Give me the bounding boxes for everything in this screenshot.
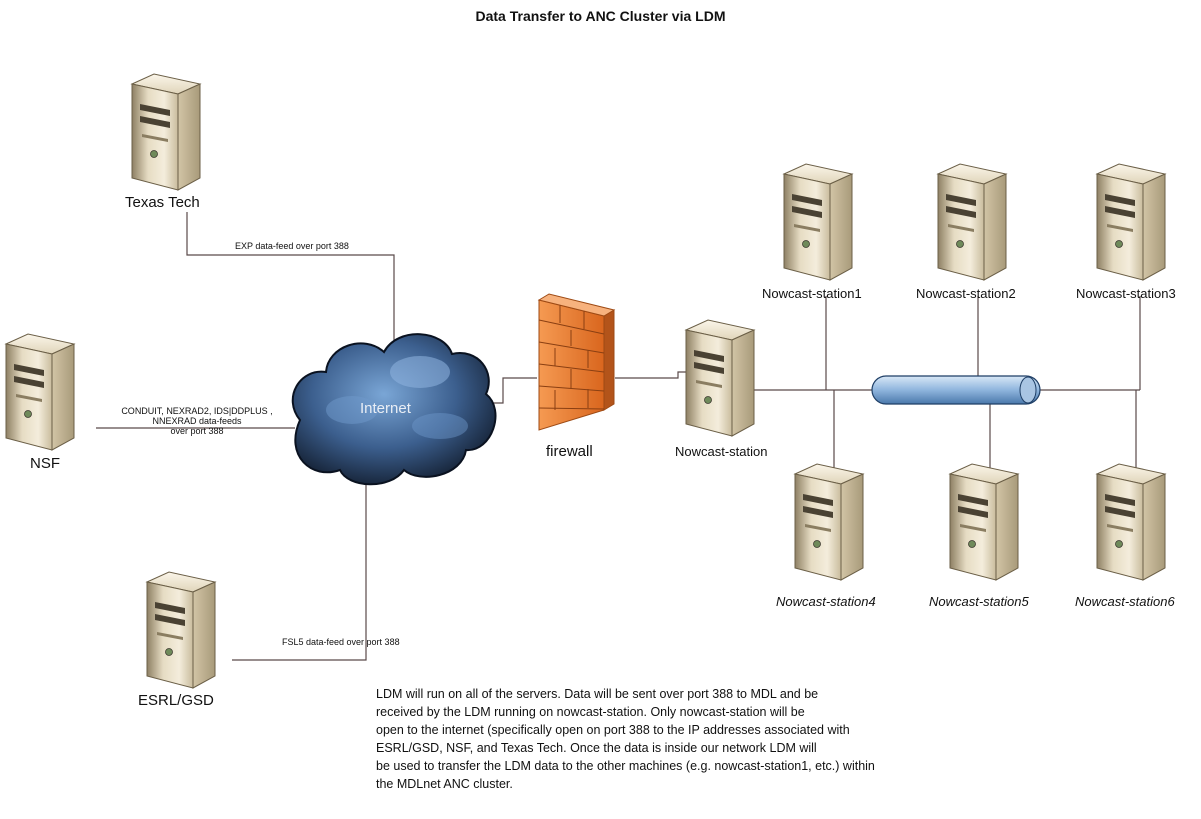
link-label-nsf-line1: CONDUIT, NEXRAD2, IDS|DDPLUS , [121,406,273,416]
texas-tech-server-icon [131,73,201,191]
label-station6: Nowcast-station6 [1075,594,1175,609]
notes-line: LDM will run on all of the servers. Data… [376,687,819,701]
link-label-esrl-gsd: FSL5 data-feed over port 388 [282,637,400,647]
label-station5: Nowcast-station5 [929,594,1029,609]
link-internet-firewall [488,377,537,404]
label-nowcast-station: Nowcast-station [675,444,768,459]
link-label-nsf: CONDUIT, NEXRAD2, IDS|DDPLUS , NNEXRAD d… [112,406,282,436]
link-label-texas-tech: EXP data-feed over port 388 [235,241,349,251]
label-nsf: NSF [30,455,60,472]
station6-server-icon [1096,463,1166,581]
link-texas-tech [186,212,395,345]
station4-server-icon [794,463,864,581]
label-firewall: firewall [546,443,593,460]
label-esrl-gsd: ESRL/GSD [138,692,214,709]
label-station3: Nowcast-station3 [1076,286,1176,301]
notes-line: the MDLnet ANC cluster. [376,777,513,791]
link-label-nsf-line3: over port 388 [170,426,224,436]
label-station4: Nowcast-station4 [776,594,876,609]
nsf-server-icon [5,333,75,451]
internet-cloud-icon [291,333,497,486]
label-texas-tech: Texas Tech [125,194,200,211]
link-esrl-gsd [232,478,367,661]
station2-server-icon [937,163,1007,281]
esrl-gsd-server-icon [146,571,216,689]
label-internet: Internet [360,400,411,417]
diagram-title: Data Transfer to ANC Cluster via LDM [475,8,726,24]
link-label-nsf-line2: NNEXRAD data-feeds [152,416,242,426]
notes-line: received by the LDM running on nowcast-s… [376,705,805,719]
nowcast-station-server-icon [685,319,755,437]
station5-server-icon [949,463,1019,581]
label-station1: Nowcast-station1 [762,286,862,301]
firewall-icon [537,293,616,431]
notes-line: be used to transfer the LDM data to the … [376,759,875,773]
network-bus-pipe [871,375,1041,405]
notes-line: ESRL/GSD, NSF, and Texas Tech. Once the … [376,741,817,755]
station1-server-icon [783,163,853,281]
link-firewall-nowcast [615,371,692,379]
connection-lines [96,212,1141,661]
label-station2: Nowcast-station2 [916,286,1016,301]
station3-server-icon [1096,163,1166,281]
notes-line: open to the internet (specifically open … [376,723,850,737]
description-notes: LDM will run on all of the servers. Data… [376,685,1096,793]
